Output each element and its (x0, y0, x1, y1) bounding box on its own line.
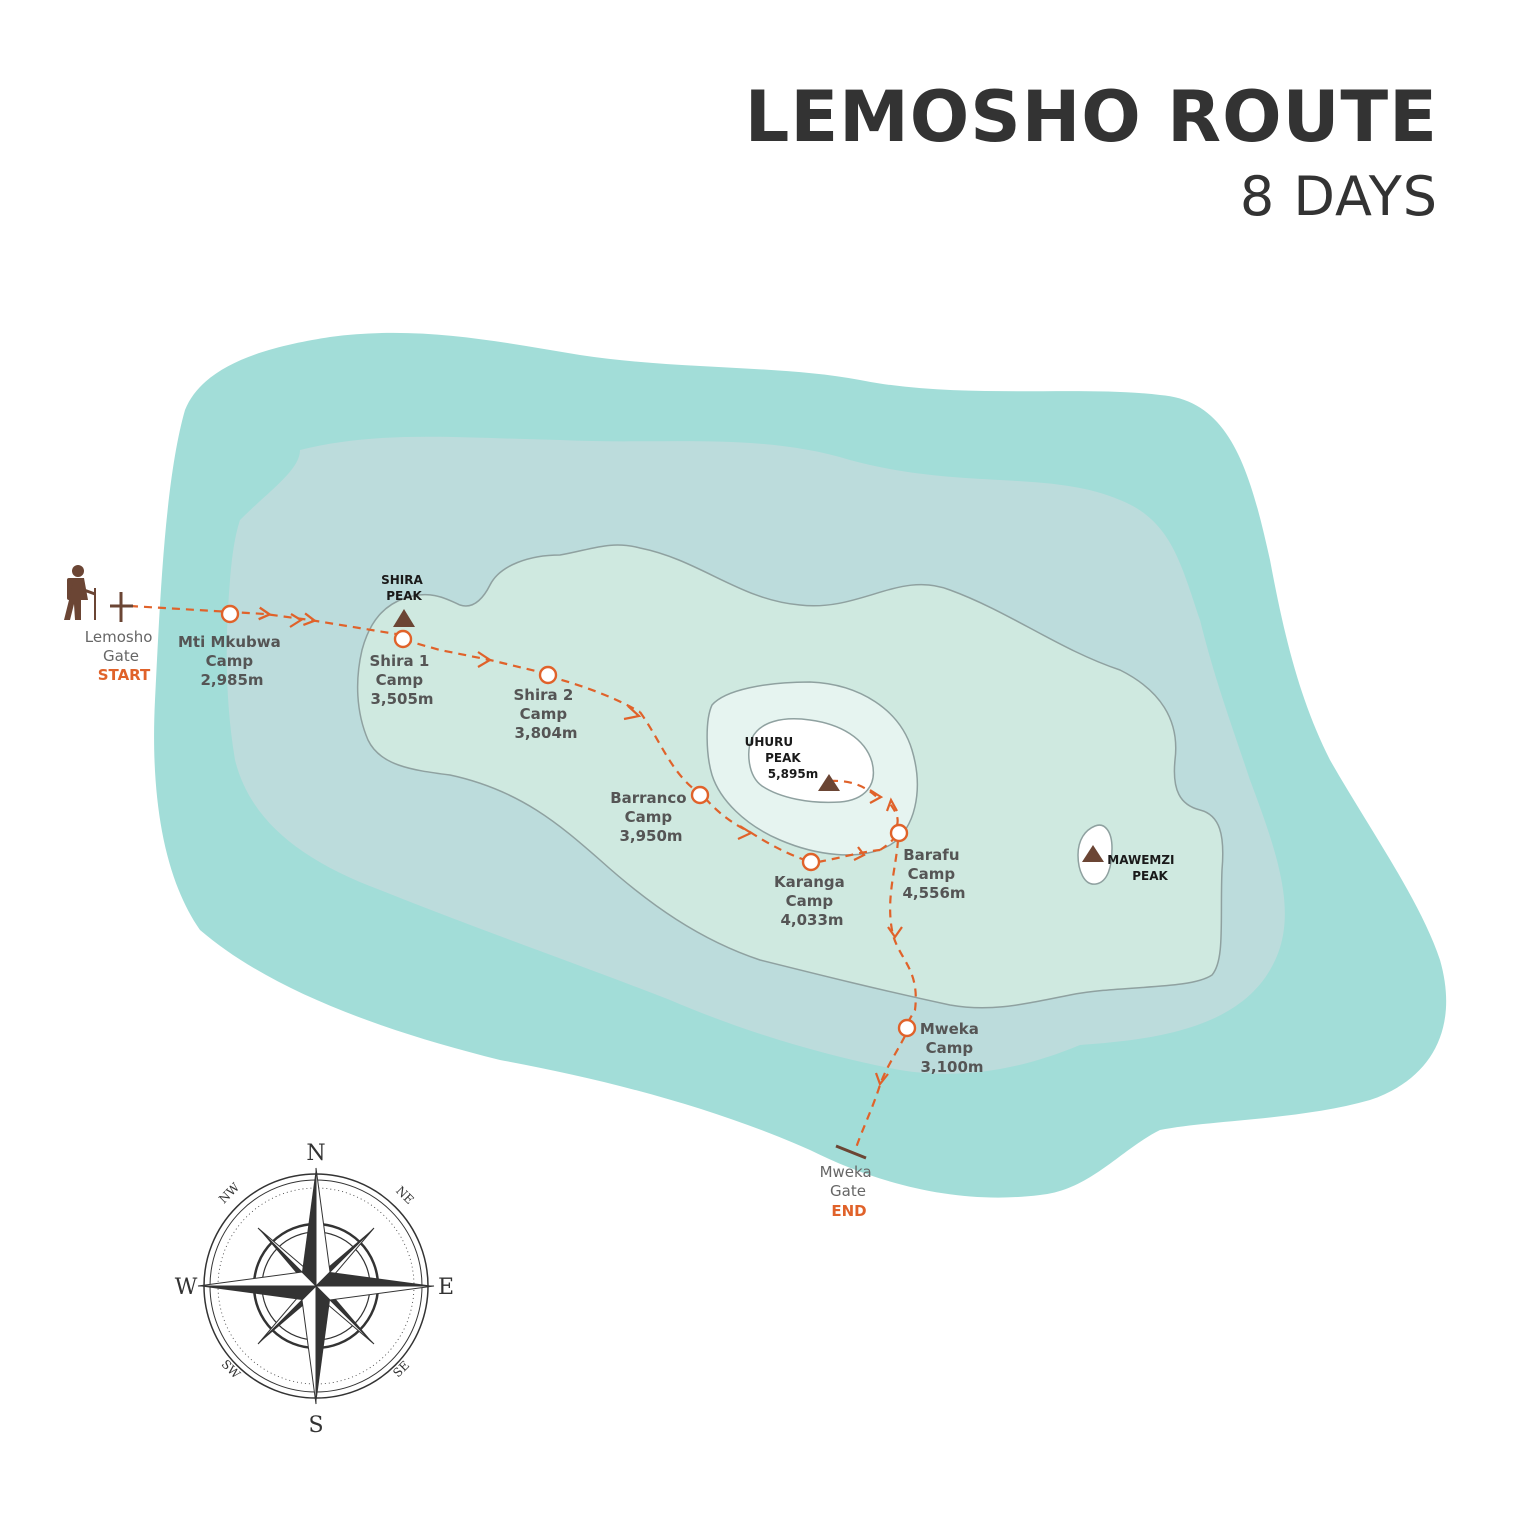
arrow-icon (874, 1072, 889, 1087)
peak-label-uhuru: UHURU PEAK 5,895m (745, 735, 819, 781)
arrow-icon (623, 705, 642, 721)
camp-label-barafu: Barafu Camp 4,556m (902, 846, 965, 902)
route-title: LEMOSHO ROUTE (744, 76, 1438, 158)
peak-label-shira: SHIRA PEAK (381, 573, 427, 603)
camp-markers (220, 604, 917, 1038)
end-tag: END (831, 1202, 866, 1220)
compass-nw: NW (216, 1180, 243, 1207)
route-duration: 8 DAYS (1239, 165, 1438, 228)
compass-e: E (438, 1275, 454, 1300)
camp-label-shira-2: Shira 2 Camp 3,804m (513, 686, 578, 742)
hiker-icon (64, 565, 96, 620)
arrow-icon (885, 797, 898, 812)
camp-label-barranco: Barranco Camp 3,950m (610, 789, 692, 845)
compass-n: N (306, 1141, 325, 1166)
arrow-icon (869, 789, 884, 804)
route-line (129, 604, 917, 1149)
compass-sw: SW (219, 1357, 244, 1382)
end-gate (835, 1144, 867, 1160)
camp-label-shira-1: Shira 1 Camp 3,505m (369, 652, 434, 708)
camp-marker (220, 604, 240, 624)
compass-rose-icon: N S E W NE NW SE SW (175, 1141, 454, 1438)
arrow-icon (887, 926, 903, 939)
arrow-icon (477, 651, 493, 668)
compass-ne: NE (393, 1183, 417, 1207)
camp-marker (393, 629, 413, 649)
compass-se: SE (390, 1358, 412, 1380)
peak-marker (818, 774, 840, 791)
camp-marker (889, 823, 909, 843)
camp-marker (897, 1018, 917, 1038)
arrow-icon (853, 846, 866, 861)
camp-marker (538, 665, 558, 685)
route-arrows (289, 613, 903, 1087)
camp-marker (801, 852, 821, 872)
arrow-icon (289, 613, 304, 628)
peak-marker (393, 609, 415, 627)
start-gate (110, 592, 133, 622)
start-tag: START (98, 666, 151, 684)
peak-label-mawemzi: MAWEMZI PEAK (1107, 853, 1178, 883)
compass-s: S (308, 1413, 323, 1438)
peak-marker (1082, 845, 1104, 862)
peak-markers (393, 609, 1104, 862)
uhuru-crater (748, 718, 875, 804)
arrow-icon (737, 825, 754, 840)
camp-label-mweka: Mweka Camp 3,100m (920, 1020, 984, 1076)
compass-w: W (175, 1275, 198, 1300)
end-gate-label: Mweka Gate (820, 1163, 877, 1200)
camp-marker (690, 785, 710, 805)
camp-label-mti-mkubwa: Mti Mkubwa Camp 2,985m (178, 633, 286, 689)
start-gate-label: Lemosho Gate (85, 628, 157, 665)
camp-label-karanga: Karanga Camp 4,033m (774, 873, 850, 929)
